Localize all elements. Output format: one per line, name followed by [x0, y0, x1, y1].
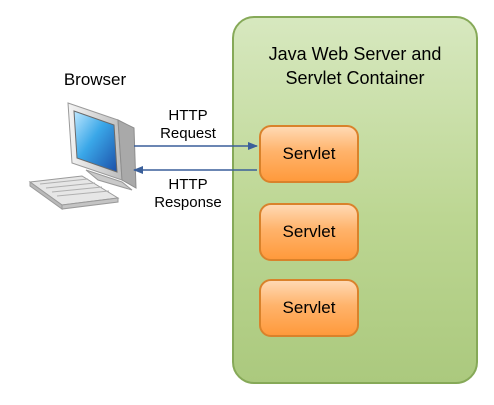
container-title-line-1: Java Web Server and [268, 44, 442, 64]
http-request-label: HTTP Request [138, 107, 238, 143]
http-request-label-line-2: Request [160, 125, 216, 142]
servlet-box-3: Servlet [259, 279, 359, 337]
http-request-label-line-1: HTTP [168, 107, 208, 124]
http-response-label-line-1: HTTP [168, 176, 208, 193]
container-title-line-2: Servlet Container [285, 68, 425, 88]
http-response-label-line-2: Response [154, 194, 222, 211]
servlet-box-1: Servlet [259, 125, 359, 183]
servlet-container-title: Java Web Server and Servlet Container [232, 42, 478, 90]
http-response-label: HTTP Response [138, 176, 238, 212]
servlet-box-2: Servlet [259, 203, 359, 261]
browser-label: Browser [63, 70, 127, 89]
